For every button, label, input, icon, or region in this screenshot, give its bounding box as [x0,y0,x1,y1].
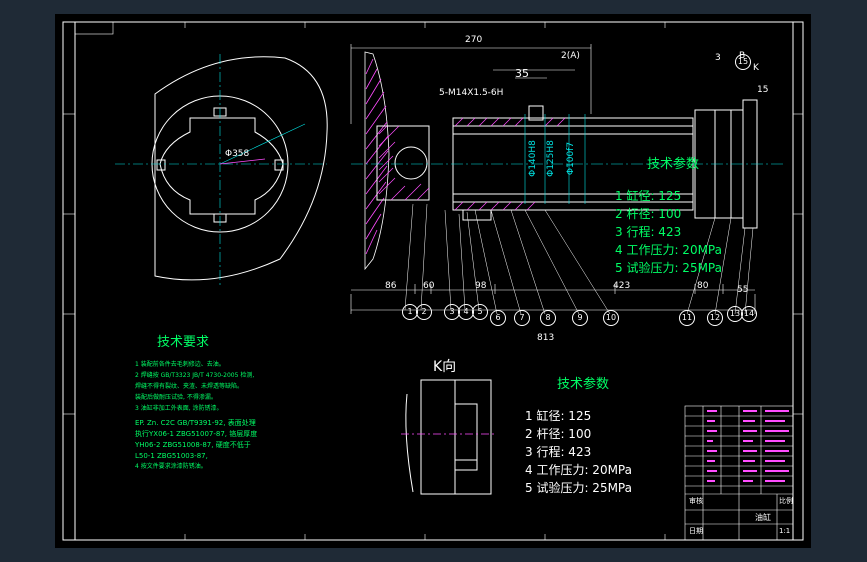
dim-98: 98 [475,281,487,291]
tech-params-overlay-item-5: 5 试验压力: 25MPa [615,261,722,275]
tech-params-main-item-3: 3 行程: 423 [525,445,592,459]
tech-req-line-9: L50-1 ZBG51003-87, [135,452,208,460]
end-view [151,56,328,281]
tech-requirements-notes: 1 装配前各件去毛刺修边、去油。 2 焊缝按 GB/T3323 JB/T 473… [135,362,305,472]
balloon-5: 5 [472,304,488,320]
tech-params-main-title: 技术参数 [557,377,610,392]
clevis [376,125,430,201]
tech-req-line-5: 3 油缸非加工外表面, 涂防锈漆。 [135,405,223,412]
tech-req-line-10: 4 按文件要求涂漆防锈油。 [135,463,207,470]
drawing-viewport[interactable]: 270 35 5-M14X1.5-6H 2(A) 3 B 15 K Φ358 Φ… [55,14,811,548]
balloon-10: 10 [603,310,619,326]
dim-phi125: Φ125H8 [545,140,556,177]
dim-86: 86 [385,281,397,291]
dim-15: 15 [757,85,769,95]
tech-params-main-item-5: 5 试验压力: 25MPa [525,481,632,495]
tech-params-main-item-2: 2 杆径: 100 [525,427,592,441]
zone-ticks [63,22,803,540]
k-view [405,379,492,495]
tech-params-main-item-4: 4 工作压力: 20MPa [525,463,632,477]
k-view-label: K向 [433,359,457,375]
balloon-9: 9 [572,310,588,326]
dim-phi358: Φ358 [225,149,250,159]
dim-80: 80 [697,281,709,291]
tech-requirements-title: 技术要求 [157,335,210,350]
balloon-7: 7 [514,310,530,326]
k-arrow: K [753,63,759,73]
tech-params-overlay-item-1: 1 缸径: 125 [615,189,682,203]
title-block-review: 审核 [689,497,703,505]
tech-params-main-item-1: 1 缸径: 125 [525,409,592,423]
title-block-part-name: 油缸 [755,513,771,522]
dim-phi140: Φ140H8 [527,140,538,177]
tech-params-overlay-item-2: 2 杆径: 100 [615,207,682,221]
balloon-14: 14 [741,306,757,322]
tech-params-overlay-item-4: 4 工作压力: 20MPa [615,243,722,257]
balloon-12: 12 [707,310,723,326]
dim-60: 60 [423,281,435,291]
ref-a: 2(A) [561,51,580,61]
dim-35: 35 [515,67,529,80]
title-block-scale-value: 1:1 [779,527,791,535]
balloon-15: 15 [735,54,751,70]
dim-thread: 5-M14X1.5-6H [439,88,504,98]
tech-params-overlay-item-3: 3 行程: 423 [615,225,682,239]
tech-params-overlay: 技术参数 1 缸径: 125 2 杆径: 100 3 行程: 423 4 工作压… [615,158,745,284]
tech-req-line-2: 2 焊缝按 GB/T3323 JB/T 4730-2005 检测, [135,372,255,379]
tech-req-line-1: 1 装配前各件去毛刺修边、去油。 [135,361,225,368]
dim-423: 423 [613,281,631,291]
support-plate [364,51,390,271]
tech-req-line-8: YH06-2 ZBG51008-87, 硬度不低于 [135,441,251,449]
tech-params-overlay-title: 技术参数 [647,157,700,172]
balloon-6: 6 [490,310,506,326]
title-block-scale-label: 比例 [779,497,793,505]
balloon-11: 11 [679,310,695,326]
dim-55: 55 [737,285,749,295]
cad-drawing-sheet [62,21,804,541]
tech-params-main: 技术参数 1 缸径: 125 2 杆径: 100 3 行程: 423 4 工作压… [525,378,665,502]
leader-lines [404,203,754,315]
title-block-date: 日期 [689,527,703,535]
title-block-scribble [707,410,789,482]
balloon-2: 2 [416,304,432,320]
end-view-centerlines [115,54,327,286]
tech-req-line-6: EP. Zn. C2C GB/T9391-92, 表面处理 [135,419,256,427]
title-block [684,405,794,541]
dim-270: 270 [465,35,483,45]
tech-req-line-4: 装配后做耐压试验, 不得渗漏。 [135,394,217,401]
dim-813: 813 [537,333,555,343]
tech-req-line-3: 焊缝不得有裂纹、夹渣、未焊透等缺陷。 [135,383,244,390]
ref-top-3: 3 [715,53,721,63]
tech-req-line-7: 执行YX06-1 ZBG51007-87, 铬层厚度 [135,430,258,438]
balloon-8: 8 [540,310,556,326]
dim-phi100: Φ100f7 [566,141,577,176]
